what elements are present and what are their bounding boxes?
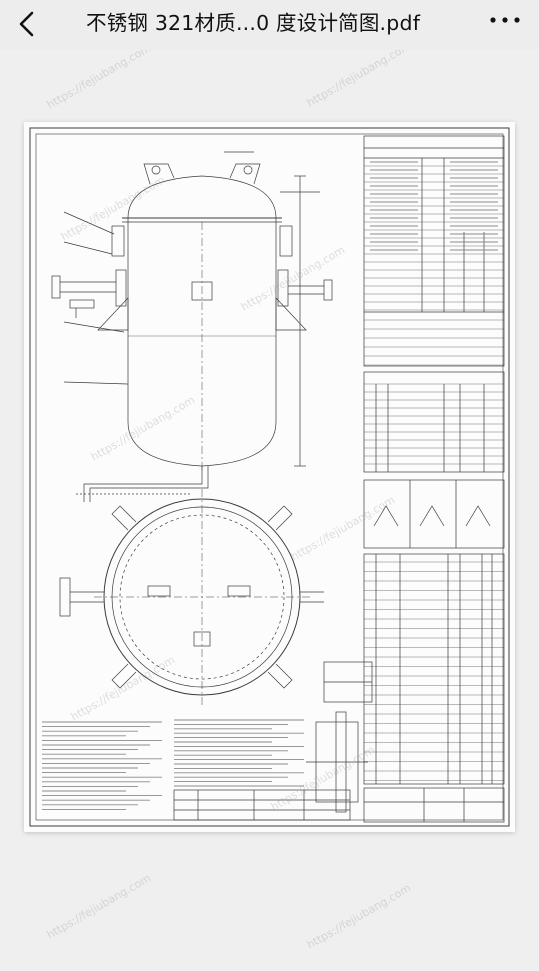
pdf-viewer[interactable]: https://fejiubang.com https://fejiubang.… bbox=[0, 50, 539, 971]
pdf-page[interactable]: https://fejiubang.com https://fejiubang.… bbox=[24, 122, 515, 832]
back-button[interactable] bbox=[14, 8, 44, 42]
more-dots-icon bbox=[490, 17, 520, 23]
document-title: 不锈钢 321材质...0 度设计简图.pdf bbox=[86, 11, 421, 35]
top-navigation-bar: 不锈钢 321材质...0 度设计简图.pdf bbox=[0, 0, 539, 50]
watermark: https://fejiubang.com bbox=[304, 881, 414, 952]
watermark: https://fejiubang.com bbox=[304, 50, 414, 110]
more-options-button[interactable] bbox=[485, 6, 525, 40]
chevron-left-icon bbox=[19, 11, 34, 37]
watermark: https://fejiubang.com bbox=[44, 50, 154, 112]
engineering-drawing bbox=[29, 127, 510, 827]
watermark: https://fejiubang.com bbox=[44, 871, 154, 942]
